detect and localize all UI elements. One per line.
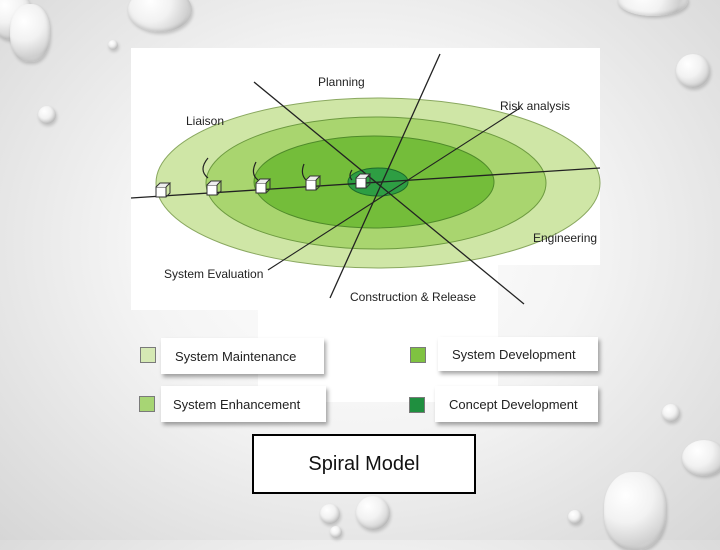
water-drop: [618, 0, 688, 16]
legend-swatch-system-maintenance: [140, 347, 156, 363]
diagram-title-box: Spiral Model: [252, 434, 476, 494]
milestone-cube: [305, 175, 322, 191]
water-drop: [10, 4, 50, 62]
milestone-cube: [155, 182, 172, 198]
water-drop: [682, 440, 720, 476]
water-drop: [108, 40, 118, 50]
water-drop: [604, 472, 666, 550]
legend-item-system-enhancement: System Enhancement: [161, 386, 326, 422]
water-drop: [38, 106, 56, 124]
water-drop: [320, 504, 340, 524]
legend-label: System Maintenance: [175, 348, 297, 364]
diagram-title: Spiral Model: [308, 452, 420, 475]
water-drop: [356, 496, 390, 530]
spiral-arrow: [202, 157, 209, 179]
legend-label: System Development: [452, 346, 576, 362]
label-planning: Planning: [318, 75, 365, 89]
legend-item-concept-development: Concept Development: [435, 386, 598, 422]
axis-line-liaison: [267, 107, 521, 271]
legend-swatch-system-development: [410, 347, 426, 363]
label-risk-analysis: Risk analysis: [500, 99, 570, 113]
spiral-arrow: [301, 163, 307, 181]
water-drop: [330, 526, 342, 538]
axis-line-planning: [253, 81, 525, 305]
water-drop: [568, 510, 582, 524]
water-drop: [662, 404, 680, 422]
legend-item-system-maintenance: System Maintenance: [161, 338, 324, 374]
legend-swatch-concept-development: [409, 397, 425, 413]
label-system-evaluation: System Evaluation: [164, 267, 263, 281]
legend-label: Concept Development: [449, 396, 578, 412]
axis-line-risk: [329, 53, 441, 299]
legend-item-system-development: System Development: [438, 337, 598, 371]
spiral-arrow: [349, 169, 353, 181]
legend-swatch-system-enhancement: [139, 396, 155, 412]
milestone-cube: [206, 180, 223, 196]
label-liaison: Liaison: [186, 114, 224, 128]
diagram-panel-lower: [131, 265, 498, 310]
legend-label: System Enhancement: [173, 396, 301, 412]
spiral-arrow: [252, 161, 259, 181]
label-construction-release: Construction & Release: [350, 290, 476, 304]
water-drop: [676, 54, 710, 88]
milestone-cube: [355, 173, 372, 189]
milestone-cube: [255, 178, 272, 194]
label-engineering: Engineering: [533, 231, 597, 245]
